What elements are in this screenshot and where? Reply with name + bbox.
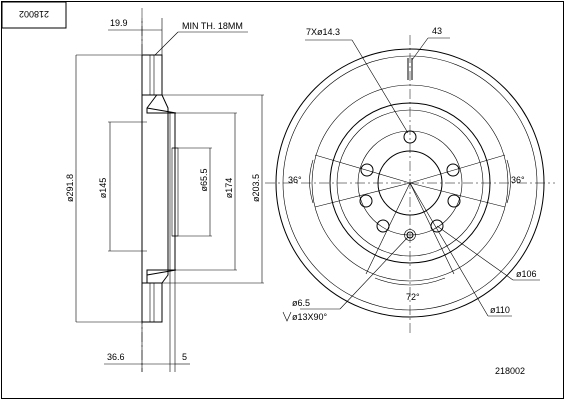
vent-top (141, 54, 163, 96)
angle-left: 36° (288, 175, 302, 185)
hat-circle (329, 102, 491, 264)
bolt-holes-label: 7Xø14.3 (306, 27, 340, 37)
dim-hat-thickness: 5 (182, 352, 187, 362)
min-thickness-label: MIN TH. 18MM (182, 21, 243, 31)
dim-offset-top: 19.9 (110, 18, 128, 28)
part-number: 218002 (495, 366, 525, 376)
vent-bottom (141, 282, 163, 323)
friction-inner-circle (311, 84, 509, 282)
dim-outer-diameter: ø291.8 (65, 174, 75, 202)
outer-edge-chamfer (282, 55, 538, 311)
chamfer-label: ø13X90° (292, 312, 328, 322)
dim-height: 36.6 (107, 352, 125, 362)
center-bore-circle (377, 150, 443, 216)
angle-right: 36° (511, 175, 525, 185)
stamp-box (1, 1, 67, 29)
dim-center-bore: ø65.5 (199, 168, 209, 191)
front-view: 36° 36° 72° 7Xø14.3 43 ø106 ø110 ø6.5 ø1… (265, 26, 555, 335)
dim-174: ø174 (224, 178, 234, 199)
center-bore (171, 147, 179, 237)
pcd-110-label: ø110 (490, 305, 510, 315)
outer-edge (275, 48, 545, 318)
dim-hat-diameter: ø145 (98, 178, 108, 199)
countersink-icon (282, 311, 292, 322)
pcd-106-label: ø106 (516, 269, 537, 279)
small-hole-label: ø6.5 (292, 298, 310, 308)
side-view: ø291.8 ø145 ø65.5 ø174 ø203.5 19.9 MIN T… (65, 8, 264, 372)
part-number-stamp: 218002 (19, 9, 49, 19)
vanes-label: 43 (432, 26, 442, 36)
dim-203: ø203.5 (251, 174, 261, 202)
angle-bottom: 72° (406, 292, 420, 302)
